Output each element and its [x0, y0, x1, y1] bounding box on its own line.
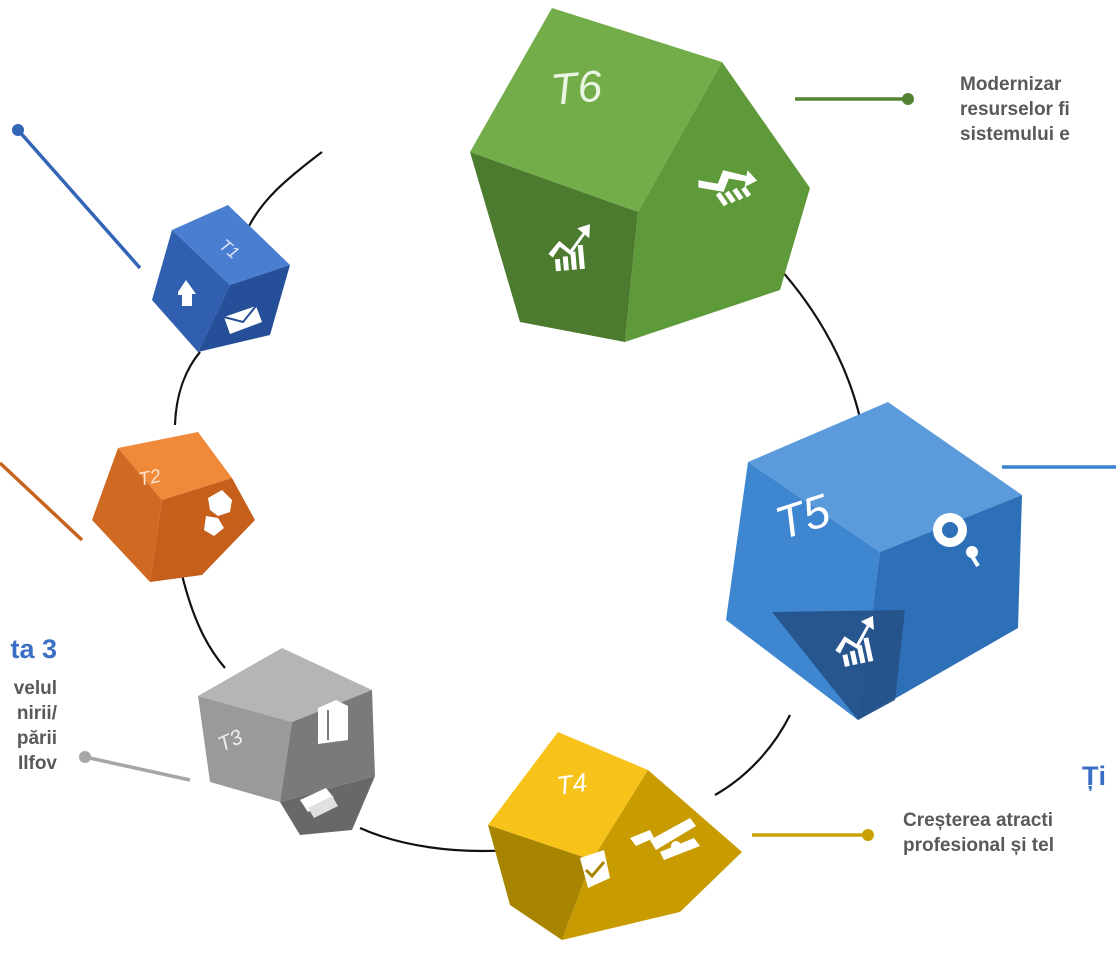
cube-t2-label: T2 [137, 466, 163, 491]
envelope-icon [223, 305, 262, 334]
t3-line-2: nirii/ [16, 703, 57, 724]
t3-title: ta 3 [10, 634, 57, 664]
home-icon [178, 280, 196, 306]
puzzle-icon [204, 490, 232, 536]
cube-t2: T2 [92, 432, 255, 582]
t4-title: Ți [1082, 761, 1106, 791]
t6-line-1: Modernizar [960, 74, 1062, 95]
cube-t4: T4 [488, 732, 742, 940]
cube-t3: T3 [198, 648, 375, 835]
t4-line-1: Creșterea atracti [903, 810, 1053, 831]
document-stack-icon [300, 788, 338, 818]
connector-t3 [79, 751, 191, 782]
t3-line-4: Ilfov [17, 753, 57, 774]
t3-description: velul nirii/ pării Ilfov [0, 676, 57, 776]
cube-t5: T5 [726, 402, 1022, 720]
cube-t4-label: T4 [555, 767, 589, 801]
t3-line-1: velul [13, 678, 57, 699]
t4-line-2: profesional și tel [903, 835, 1054, 856]
folder-icon [318, 700, 348, 744]
connector-t6 [795, 93, 914, 105]
gear-search-icon [933, 513, 980, 568]
t6-line-2: resurselor fi [960, 99, 1070, 120]
t6-description: Modernizar resurselor fi sistemului e [960, 72, 1070, 147]
cube-t6-label: T6 [549, 62, 605, 115]
clipboard-check-icon [580, 850, 610, 888]
cube-t6: T6 [470, 8, 810, 342]
cube-t1: T1 [152, 205, 290, 352]
connector-t1 [12, 124, 142, 270]
decline-chart-icon [698, 170, 758, 207]
tools-icon [630, 818, 700, 860]
connector-t4 [752, 829, 874, 841]
t4-description: Creșterea atracti profesional și tel [903, 808, 1054, 858]
t6-line-3: sistemului e [960, 124, 1070, 145]
connector-t2 [0, 461, 84, 542]
t3-line-3: pării [16, 728, 57, 749]
